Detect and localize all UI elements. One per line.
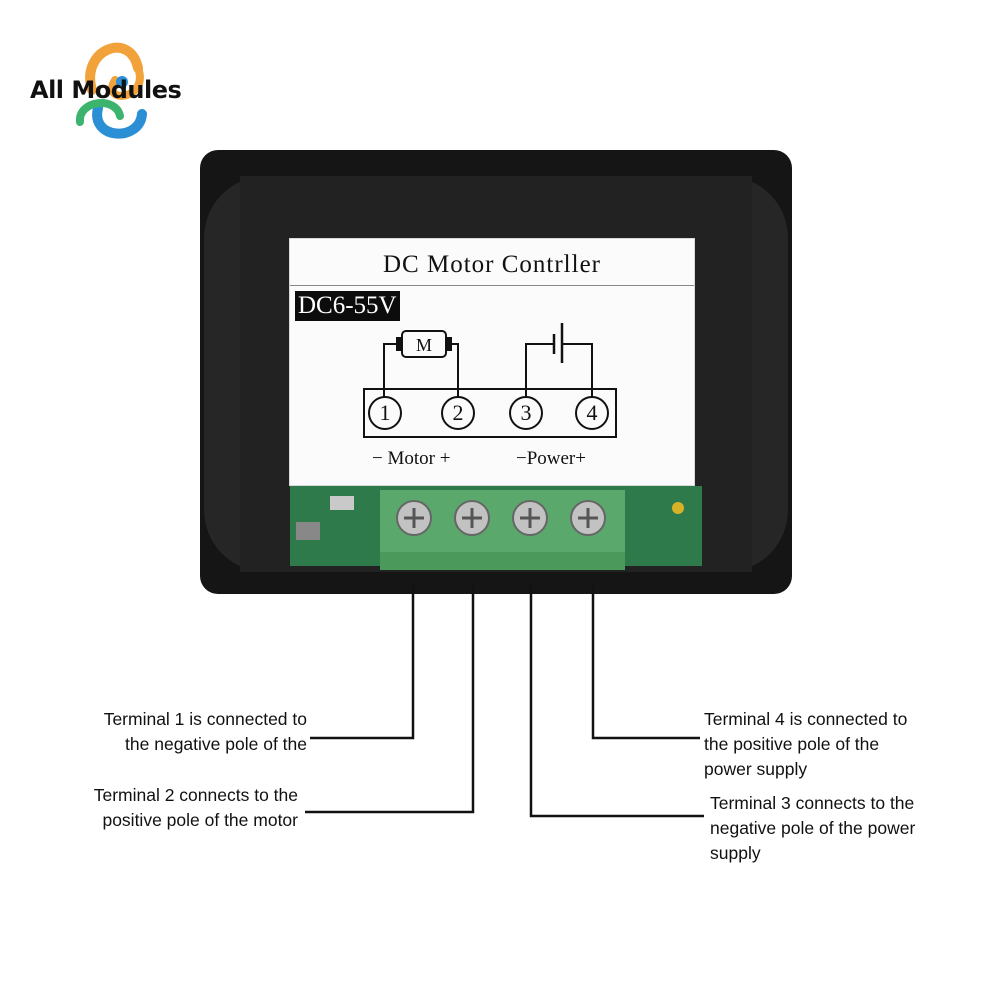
leader-terminal-2 <box>305 585 475 814</box>
terminal-4-number: 4 <box>587 400 598 425</box>
callout-line: negative pole of the power <box>710 818 916 838</box>
callout-line: positive pole of the motor <box>102 810 298 830</box>
callout-terminal-4: Terminal 4 is connected to the positive … <box>704 707 984 782</box>
brand-logo-swirl <box>76 42 147 139</box>
terminal-3-symbol <box>509 396 543 430</box>
leader-terminal-1 <box>310 585 415 740</box>
terminal-4-symbol <box>575 396 609 430</box>
terminal-bracket <box>363 388 617 438</box>
callout-terminal-1: Terminal 1 is connected to the negative … <box>40 707 307 757</box>
motor-symbol-letter: M <box>416 335 432 355</box>
voltage-badge: DC6-55V <box>295 291 400 321</box>
terminal-2-number: 2 <box>453 400 464 425</box>
terminal-3-number: 3 <box>521 400 532 425</box>
controller-label: 1 2 3 4 M DC Motor Contrller DC6-55V − M… <box>289 238 695 486</box>
battery-wire <box>525 343 593 397</box>
callout-line: Terminal 2 connects to the <box>93 785 298 805</box>
power-group-label: −Power+ <box>516 448 586 469</box>
pcb-led <box>672 502 684 514</box>
wiring-schematic: 1 2 3 4 M <box>363 323 617 438</box>
callout-line: supply <box>710 843 761 863</box>
callout-line: the positive pole of the <box>704 734 880 754</box>
callout-line: the negative pole of the <box>125 734 307 754</box>
brand-name: All Modules <box>30 76 182 104</box>
callout-line: power supply <box>704 759 808 779</box>
terminal-1-symbol <box>368 396 402 430</box>
callout-line: Terminal 4 is connected to <box>704 709 908 729</box>
leader-terminal-4 <box>591 585 700 740</box>
label-title: DC Motor Contrller <box>383 251 601 278</box>
callout-terminal-2: Terminal 2 connects to the positive pole… <box>30 783 298 833</box>
callout-line: Terminal 1 is connected to <box>103 709 307 729</box>
motor-group-label: − Motor + <box>372 448 451 469</box>
callout-line: Terminal 3 connects to the <box>710 793 915 813</box>
terminal-screws <box>396 500 606 536</box>
terminal-1-number: 1 <box>380 400 391 425</box>
terminal-2-symbol <box>441 396 475 430</box>
leader-terminal-3 <box>529 585 704 818</box>
motor-wire <box>383 343 459 397</box>
callout-terminal-3: Terminal 3 connects to the negative pole… <box>710 791 990 866</box>
label-divider <box>290 285 694 286</box>
